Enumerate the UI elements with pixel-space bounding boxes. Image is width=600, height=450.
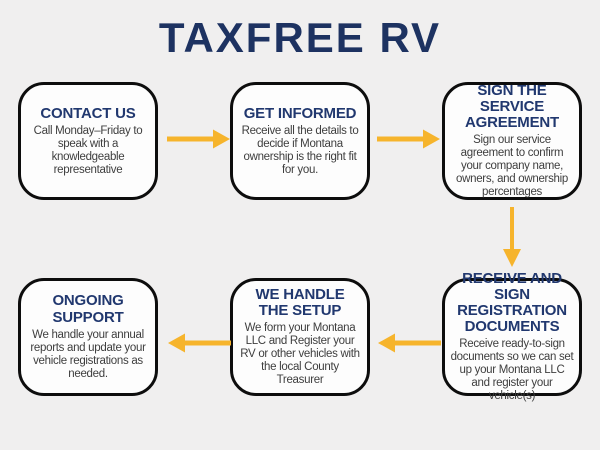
- step-body: Receive ready-to-sign documents so we ca…: [450, 338, 574, 403]
- step-body: We form your Montana LLC and Register yo…: [240, 322, 360, 387]
- arrow-left-icon: [377, 331, 441, 355]
- arrow-right-icon: [167, 127, 231, 151]
- step-box-we-handle-the-setup: WE HANDLE THE SETUP We form your Montana…: [230, 278, 370, 396]
- step-box-get-informed: GET INFORMED Receive all the details to …: [230, 82, 370, 200]
- step-body: We handle your annual reports and update…: [30, 328, 146, 380]
- step-box-receive-and-sign-registration-documents: RECEIVE AND SIGN REGISTRATION DOCUMENTS …: [442, 270, 582, 402]
- step-box-contact-us: CONTACT US Call Monday–Friday to speak w…: [18, 82, 158, 200]
- step-body: Sign our service agreement to confirm yo…: [456, 134, 568, 199]
- step-box-ongoing-support: ONGOING SUPPORT We handle your annual re…: [18, 278, 158, 396]
- arrow-left-icon: [167, 331, 231, 355]
- step-title: GET INFORMED: [243, 104, 357, 122]
- step-title: RECEIVE AND SIGN REGISTRATION DOCUMENTS: [457, 269, 567, 336]
- step-title: WE HANDLE THE SETUP: [255, 285, 345, 320]
- step-box-sign-the-service-agreement: SIGN THE SERVICE AGREEMENT Sign our serv…: [442, 82, 582, 200]
- page-title: TAXFREE RV: [158, 14, 442, 61]
- step-title: ONGOING SUPPORT: [52, 292, 124, 326]
- step-title: SIGN THE SERVICE AGREEMENT: [464, 81, 560, 132]
- step-body: Receive all the details to decide if Mon…: [241, 124, 359, 176]
- arrow-right-icon: [377, 127, 441, 151]
- arrow-down-icon: [500, 207, 524, 267]
- step-title: CONTACT US: [40, 104, 136, 122]
- step-body: Call Monday–Friday to speak with a knowl…: [33, 124, 143, 176]
